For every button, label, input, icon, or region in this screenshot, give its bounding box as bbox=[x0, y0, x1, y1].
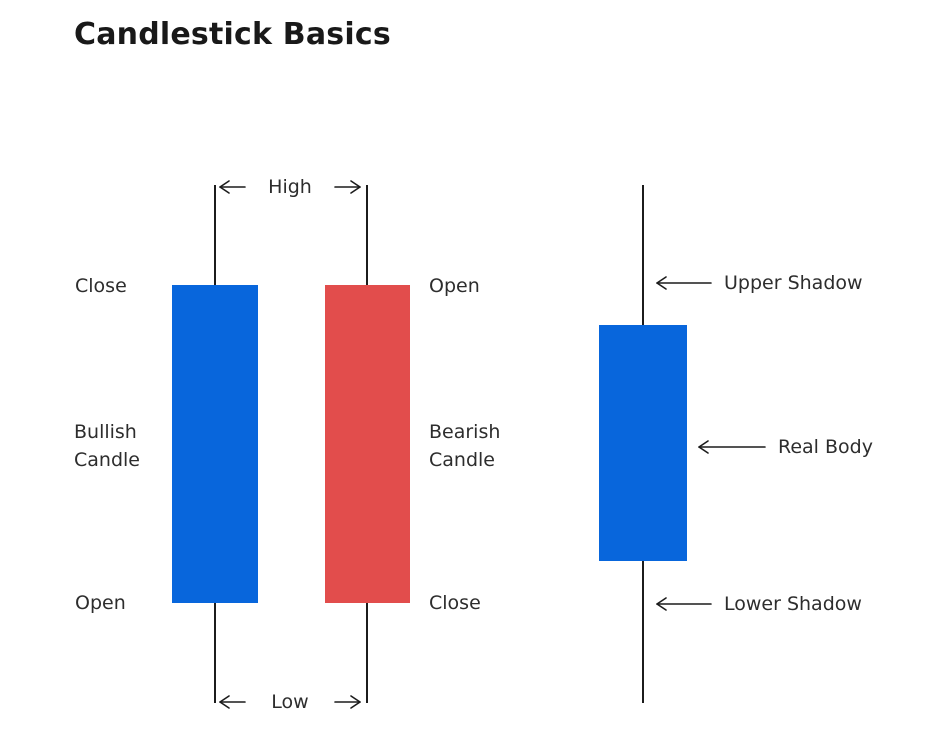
bearish-close-label: Close bbox=[429, 592, 481, 614]
page-title: Candlestick Basics bbox=[74, 17, 391, 52]
high-annotation: High bbox=[216, 174, 364, 200]
upper-shadow-label: Upper Shadow bbox=[724, 272, 863, 294]
bullish-candle-body bbox=[172, 285, 258, 603]
bearish-open-label: Open bbox=[429, 275, 480, 297]
lower-shadow-annotation: Lower Shadow bbox=[653, 591, 862, 617]
bullish-candle-name: Bullish Candle bbox=[74, 421, 140, 471]
upper-shadow-annotation: Upper Shadow bbox=[653, 270, 863, 296]
arrow-left-icon bbox=[219, 695, 246, 709]
lower-shadow-label: Lower Shadow bbox=[724, 593, 862, 615]
high-label: High bbox=[268, 176, 312, 198]
arrow-right-icon bbox=[334, 695, 361, 709]
arrow-left-icon bbox=[698, 440, 766, 454]
real-body-annotation: Real Body bbox=[695, 434, 873, 460]
real-body-label: Real Body bbox=[778, 436, 873, 458]
bullish-open-label: Open bbox=[75, 592, 126, 614]
bullish-close-label: Close bbox=[75, 275, 127, 297]
low-label: Low bbox=[271, 691, 309, 713]
bearish-candle-name: Bearish Candle bbox=[429, 421, 501, 471]
arrow-left-icon bbox=[656, 276, 712, 290]
arrow-left-icon bbox=[219, 180, 246, 194]
anatomy-candle-body bbox=[599, 325, 687, 561]
low-annotation: Low bbox=[216, 689, 364, 715]
arrow-left-icon bbox=[656, 597, 712, 611]
bearish-candle-body bbox=[325, 285, 410, 603]
arrow-right-icon bbox=[334, 180, 361, 194]
